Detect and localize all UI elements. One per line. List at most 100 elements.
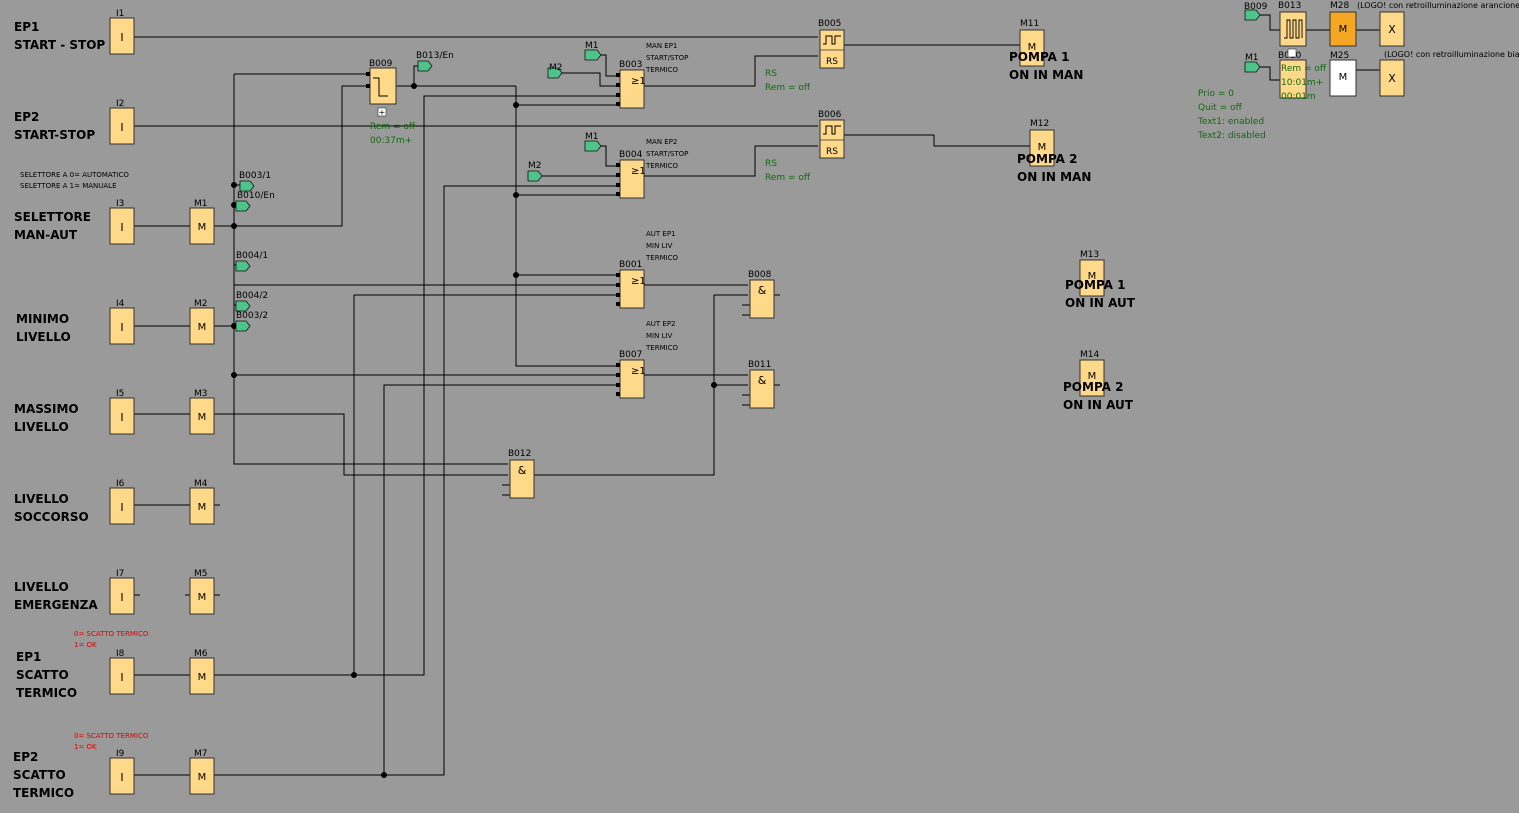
i6-line1: LIVELLO [14, 492, 69, 506]
connector-b0031[interactable]: B003/1 [239, 171, 271, 192]
svg-text:B010/En: B010/En [237, 191, 275, 201]
flag-block-m3[interactable]: M3 M [189, 389, 215, 435]
connector-b0032[interactable]: B003/2 [235, 311, 268, 332]
b010-expand-icon[interactable] [1287, 48, 1297, 58]
flag-block-m4[interactable]: M4 M [189, 479, 215, 525]
input-block-i6[interactable]: I6 I [109, 479, 135, 525]
svg-text:B012: B012 [508, 449, 531, 459]
input-block-i7[interactable]: I7 I [109, 569, 135, 615]
block-b009[interactable]: B009 + Rem = off 00:37m+ [366, 59, 416, 146]
connector-b0042[interactable]: B004/2 [235, 291, 268, 312]
svg-text:Rem = off: Rem = off [765, 83, 811, 93]
input-block-i9[interactable]: I9 I [109, 749, 135, 795]
input-block-i3[interactable]: I3 I [109, 199, 135, 245]
svg-text:M: M [1088, 271, 1097, 282]
b013-pulse-icon [1284, 19, 1303, 39]
flag-block-m5[interactable]: M5 M [189, 569, 215, 615]
svg-text:M: M [198, 412, 207, 423]
svg-text:Prio = 0: Prio = 0 [1198, 89, 1234, 99]
svg-text:MIN LIV: MIN LIV [646, 242, 673, 250]
svg-text:M14: M14 [1080, 350, 1099, 360]
svg-text:(LOGO! con retroilluminazione: (LOGO! con retroilluminazione arancione) [1357, 1, 1519, 10]
output-m25[interactable]: M25 M (LOGO! con retroilluminazione bian… [1329, 50, 1519, 97]
block-b012[interactable]: B012 & [508, 449, 535, 499]
output-m13[interactable]: M13 M POMPA 1 ON IN AUT [1065, 250, 1136, 310]
b009-expand-icon[interactable] [377, 107, 387, 117]
svg-text:RS: RS [765, 69, 777, 79]
svg-text:B009: B009 [1244, 2, 1268, 12]
flag-block-m1[interactable]: M1 M [189, 199, 215, 245]
i6-line2: SOCCORSO [14, 510, 89, 524]
parameter-list: Prio = 0 Quit = off Text1: enabled Text2… [1197, 89, 1266, 141]
input-block-i1[interactable]: I1 I [109, 9, 135, 55]
svg-text:RS: RS [826, 57, 838, 67]
i1-symbol: I [120, 31, 123, 44]
input-block-i4[interactable]: I4 I [109, 299, 135, 345]
svg-text:MIN LIV: MIN LIV [646, 332, 673, 340]
b006-pulse-icon [823, 125, 841, 135]
i1-line1: EP1 [14, 20, 39, 34]
svg-text:I: I [120, 121, 123, 134]
svg-text:M: M [198, 672, 207, 683]
connector-m2-b003[interactable]: M2 [547, 63, 563, 79]
input-block-i5[interactable]: I5 I [109, 389, 135, 435]
svg-text:Rem = off: Rem = off [1281, 64, 1327, 74]
output-m28[interactable]: M28 M (LOGO! con retroilluminazione aran… [1329, 1, 1519, 47]
connector-m1-b004[interactable]: M1 [584, 132, 602, 152]
svg-text:M: M [198, 592, 207, 603]
output-m14[interactable]: M14 M POMPA 2 ON IN AUT [1063, 350, 1134, 412]
svg-text:M11: M11 [1020, 19, 1039, 29]
svg-text:ON IN MAN: ON IN MAN [1009, 68, 1083, 82]
block-b003[interactable]: B003 ≥1 MAN EP1 START/STOP TERMICO [616, 42, 688, 109]
connector-b0041[interactable]: B004/1 [235, 251, 268, 272]
i8-line2: SCATTO [16, 668, 69, 682]
connector-m1-top[interactable]: M1 [1244, 53, 1261, 73]
selector-note: SELETTORE A 0= AUTOMATICO SELETTORE A 1=… [20, 171, 129, 190]
connector-b009-top[interactable]: B009 [1244, 2, 1268, 21]
block-b010[interactable]: B010 Rem = off 10:01m+ 00:01m [1278, 48, 1327, 102]
input-label-i7: LIVELLO EMERGENZA [14, 580, 98, 612]
output-m12[interactable]: M12 M POMPA 2 ON IN MAN [1017, 119, 1091, 184]
output-x2[interactable]: X [1379, 59, 1405, 97]
block-b001[interactable]: B001 ≥1 AUT EP1 MIN LIV TERMICO [616, 230, 679, 309]
svg-text:M1: M1 [1245, 53, 1259, 63]
svg-text:RS: RS [765, 159, 777, 169]
connector-b010en[interactable]: B010/En [235, 191, 275, 212]
b009-timer-icon [373, 77, 388, 97]
svg-text:I: I [120, 501, 123, 514]
flag-block-m6[interactable]: M6 M [189, 649, 215, 695]
block-b007[interactable]: B007 ≥1 AUT EP2 MIN LIV TERMICO [616, 320, 679, 399]
i9-line1: EP2 [13, 750, 38, 764]
svg-text:START/STOP: START/STOP [646, 54, 688, 62]
input-label-i5: MASSIMO LIVELLO [14, 402, 79, 434]
input-label-i8: EP1 SCATTO TERMICO [16, 650, 77, 700]
flag-block-m7[interactable]: M7 M [189, 749, 215, 795]
connector-m1-b003[interactable]: M1 [584, 41, 602, 61]
block-b008[interactable]: B008 & [748, 270, 775, 319]
connector-m2-b004[interactable]: M2 [527, 161, 543, 182]
svg-text:B011: B011 [748, 360, 771, 370]
svg-text:I: I [120, 411, 123, 424]
block-b004[interactable]: B004 ≥1 MAN EP2 START/STOP TERMICO [616, 138, 688, 199]
flag-block-m2[interactable]: M2 M [189, 299, 215, 345]
svg-text:ON IN MAN: ON IN MAN [1017, 170, 1091, 184]
input-label-i2: EP2 START-STOP [14, 110, 95, 142]
output-m11[interactable]: M11 M POMPA 1 ON IN MAN [1009, 19, 1083, 82]
thermal-note2-line1: 0= SCATTO TERMICO [74, 732, 149, 740]
svg-text:TERMICO: TERMICO [645, 254, 679, 262]
input-block-i2[interactable]: I2 I [109, 99, 135, 145]
i4-line2: LIVELLO [16, 330, 71, 344]
output-x1[interactable]: X [1379, 11, 1405, 47]
input-block-i8[interactable]: I8 I [109, 649, 135, 695]
block-b013[interactable]: B013 [1278, 1, 1307, 47]
svg-text:M: M [1038, 142, 1047, 153]
i1-id: I1 [116, 9, 124, 19]
thermal-note1-line1: 0= SCATTO TERMICO [74, 630, 149, 638]
block-b006[interactable]: B006 RS RS Rem = off [765, 110, 845, 183]
connector-b013en[interactable]: B013/En [416, 51, 454, 72]
svg-text:RS: RS [826, 147, 838, 157]
block-b005[interactable]: B005 RS RS Rem = off [765, 19, 845, 93]
svg-text:10:01m+: 10:01m+ [1281, 78, 1323, 88]
block-b011[interactable]: B011 & [748, 360, 775, 409]
svg-text:ON IN AUT: ON IN AUT [1063, 398, 1134, 412]
